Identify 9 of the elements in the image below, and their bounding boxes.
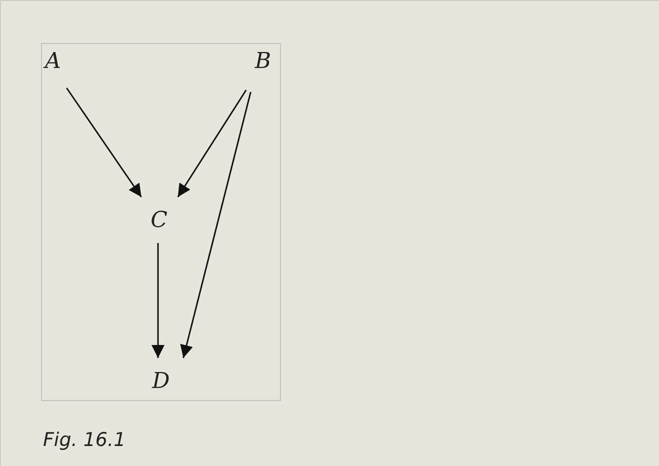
node-label: B	[254, 48, 272, 74]
arrow	[152, 243, 164, 358]
node-label: D	[152, 368, 170, 394]
node-label: C	[150, 208, 168, 232]
arrow	[66, 88, 142, 198]
figure-caption: Fig. 16.1	[43, 429, 126, 451]
arrow	[177, 90, 247, 198]
node-label: A	[45, 48, 61, 74]
arrow	[180, 92, 252, 358]
